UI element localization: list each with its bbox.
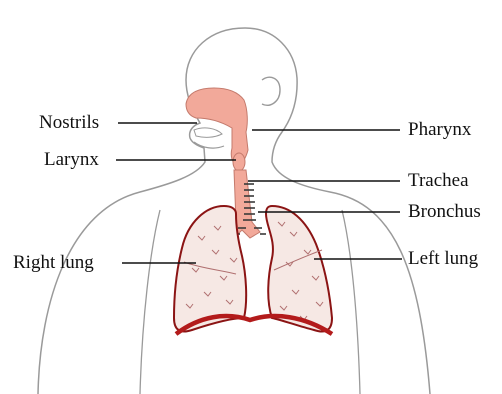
label-pharynx: Pharynx	[408, 119, 471, 141]
label-trachea: Trachea	[408, 170, 469, 192]
mouth	[194, 128, 222, 137]
right-arm-outline	[342, 210, 360, 394]
label-bronchus: Bronchus	[408, 201, 481, 223]
larynx-shape	[233, 153, 245, 171]
label-left-lung: Left lung	[408, 248, 478, 270]
lower-jaw	[194, 142, 224, 148]
leader-lines	[116, 123, 402, 263]
label-right-lung: Right lung	[13, 252, 94, 274]
label-larynx: Larynx	[44, 149, 99, 171]
ear-outline	[262, 77, 280, 105]
left-arm-outline	[140, 210, 160, 394]
label-nostrils: Nostrils	[39, 112, 99, 134]
